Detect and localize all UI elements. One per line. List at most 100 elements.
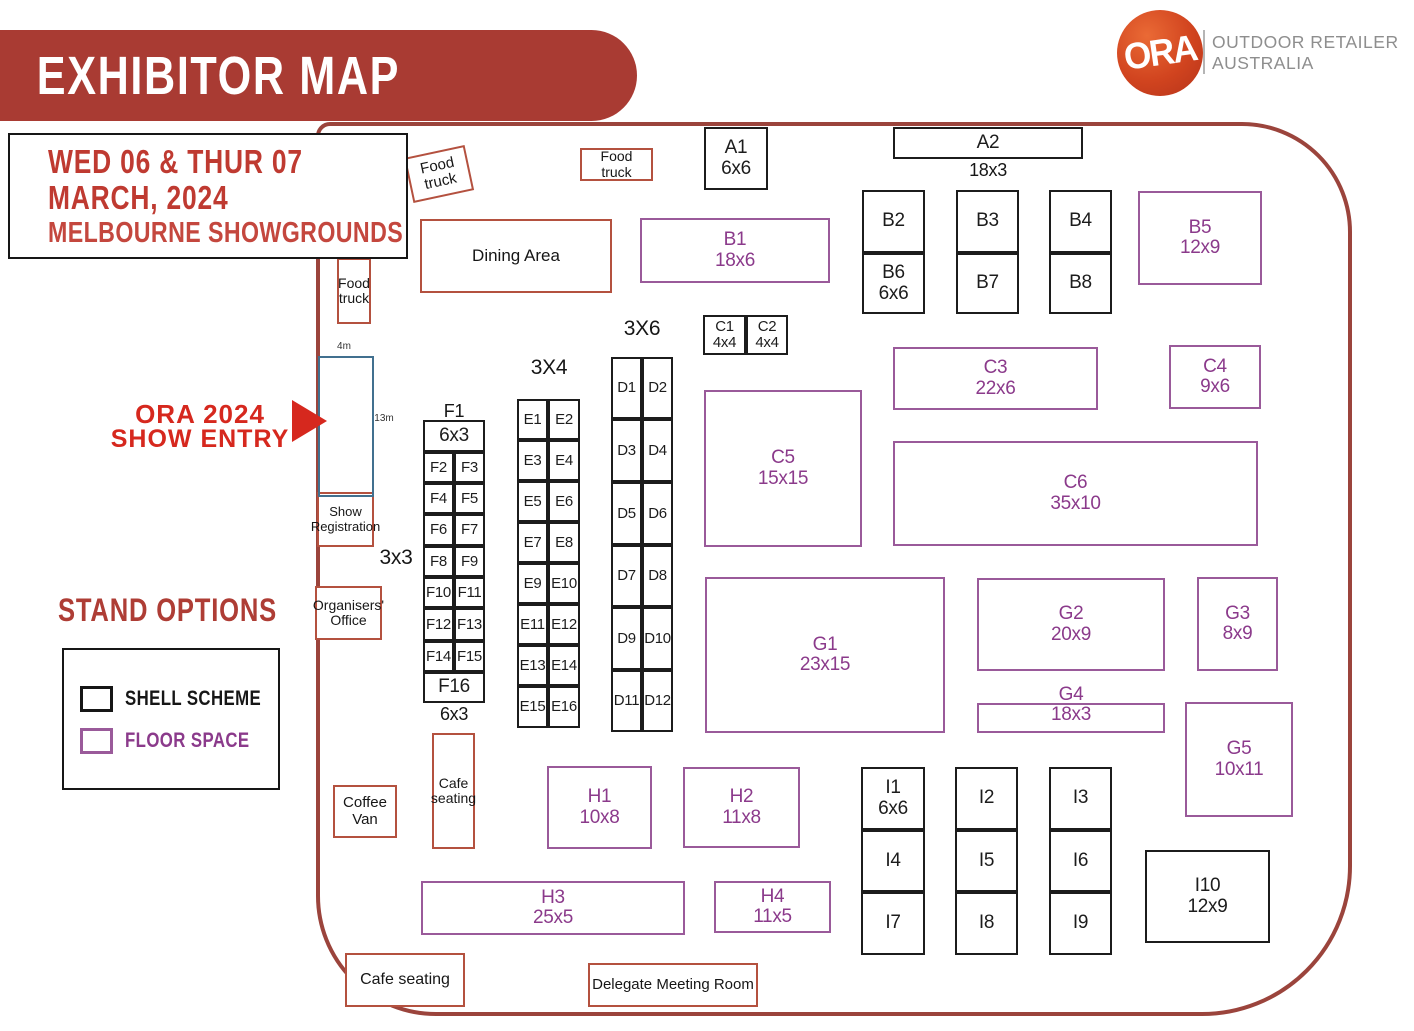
facility-delegate-meeting-room: Delegate Meeting Room [588,963,758,1007]
logo-divider [1203,30,1205,74]
stand-E6: E6 [548,481,580,522]
stand-I2: I2 [955,767,1018,830]
stand-F8: F8 [423,546,454,577]
stand-E14: E14 [548,645,580,686]
stand-E7: E7 [517,522,548,563]
shell-scheme-swatch [80,686,113,712]
stand-D5: D5 [611,482,642,545]
stand-size-A2: 18x3 [969,160,1007,180]
title-banner: EXHIBITOR MAP [0,30,637,121]
stand-A2: A2 [893,127,1083,159]
stand-F14: F14 [423,641,454,672]
stand-B4: B4 [1049,190,1112,253]
ora-logo-acronym: ORA [1121,27,1199,78]
stand-F7: F7 [454,514,485,546]
stand-E15: E15 [517,686,548,728]
stand-E5: E5 [517,481,548,522]
legend-title: STAND OPTIONS [58,592,277,628]
facility-food-truck-north: Food truck [580,148,653,181]
stand-E11: E11 [517,604,548,645]
stand-E2: E2 [548,399,580,440]
stand-A1: A1 6x6 [704,127,768,190]
stand-B7: B7 [956,253,1019,314]
stand-F13: F13 [454,608,485,641]
stand-B2: B2 [862,190,925,253]
event-date-line1: WED 06 & THUR 07 [48,143,303,180]
facility-dining-area: Dining Area [420,219,612,293]
stand-G4: G4 18x3 [977,684,1165,733]
stand-D2: D2 [642,357,673,419]
stand-F3: F3 [454,452,485,483]
facility-coffee-van: Coffee Van [333,785,397,838]
show-entry-label: ORA 2024 SHOW ENTRY [95,401,305,452]
stand-I1: I1 6x6 [861,767,925,830]
size-label-3x3: 3x3 [379,546,413,569]
stand-D7: D7 [611,545,642,607]
event-venue: MELBOURNE SHOWGROUNDS [48,216,404,249]
stand-E10: E10 [548,563,580,604]
ora-logo-icon: ORA [1117,10,1203,96]
stand-H4: H4 11x5 [714,881,831,933]
stand-G5: G5 10x11 [1185,702,1293,817]
stand-F16: F16 [423,672,485,703]
stand-C6: C6 35x10 [893,441,1258,546]
event-date-line2: MARCH, 2024 [48,179,229,217]
show-entry-line2: SHOW ENTRY [110,425,290,453]
stand-F10: F10 [423,577,454,608]
stand-B8: B8 [1049,253,1112,314]
logo-org-line2: AUSTRALIA [1212,53,1314,73]
stand-C4: C4 9x6 [1169,345,1261,409]
entry-arrow-icon [292,400,327,442]
show-entry-line1: ORA 2024 [135,399,265,429]
stand-D8: D8 [642,545,673,607]
stand-B6: B6 6x6 [862,253,925,314]
stand-H2: H2 11x8 [683,767,800,848]
stand-F4: F4 [423,483,454,514]
exhibition-hall-outline [316,122,1352,1016]
stand-E13: E13 [517,645,548,686]
stand-B3: B3 [956,190,1019,253]
stand-E16: E16 [548,686,580,728]
stand-B5: B5 12x9 [1138,191,1262,285]
stand-label-F1: F1 [443,401,465,421]
stand-E1: E1 [517,399,548,440]
facility-show-registration: Show Registration [311,492,380,547]
event-date-box: WED 06 & THUR 07 MARCH, 2024 MELBOURNE S… [8,133,408,259]
facility-cafe-seating-south: Cafe seating [345,953,465,1007]
floor-space-swatch [80,728,113,754]
facility-food-truck-west: Food truck [337,258,371,324]
stand-D11: D11 [611,670,642,732]
stand-E4: E4 [548,440,580,481]
stand-G1: G1 23x15 [705,577,945,733]
stand-I5: I5 [955,830,1018,892]
stand-I8: I8 [955,892,1018,955]
legend-box: SHELL SCHEME FLOOR SPACE [62,648,280,790]
facility-cafe-seating-central: Cafe seating [431,733,476,849]
stand-I7: I7 [861,892,925,955]
stand-I6: I6 [1049,830,1112,892]
floor-space-label: FLOOR SPACE [125,729,250,752]
size-label-3x6: 3X6 [623,317,661,340]
stand-E8: E8 [548,522,580,563]
stand-F11: F11 [454,577,485,608]
shell-scheme-label: SHELL SCHEME [125,687,262,710]
stand-F1: 6x3 [423,420,485,452]
stand-I4: I4 [861,830,925,892]
stand-F2: F2 [423,452,454,483]
stand-E9: E9 [517,563,548,604]
stand-I9: I9 [1049,892,1112,955]
stand-size-F16: 6x3 [439,704,469,724]
logo-org-line1: OUTDOOR RETAILER [1212,32,1399,52]
stand-C1: C1 4x4 [703,315,746,355]
stand-F15: F15 [454,641,485,672]
size-label-3x4: 3X4 [530,356,568,379]
stand-D9: D9 [611,607,642,670]
stand-I10: I10 12x9 [1145,850,1270,943]
facility-organisers-office: Organisers' Office [313,586,384,640]
stand-E3: E3 [517,440,548,481]
stand-D1: D1 [611,357,642,419]
stand-F5: F5 [454,483,485,514]
stand-C2: C2 4x4 [746,315,788,355]
stand-D12: D12 [642,670,673,732]
